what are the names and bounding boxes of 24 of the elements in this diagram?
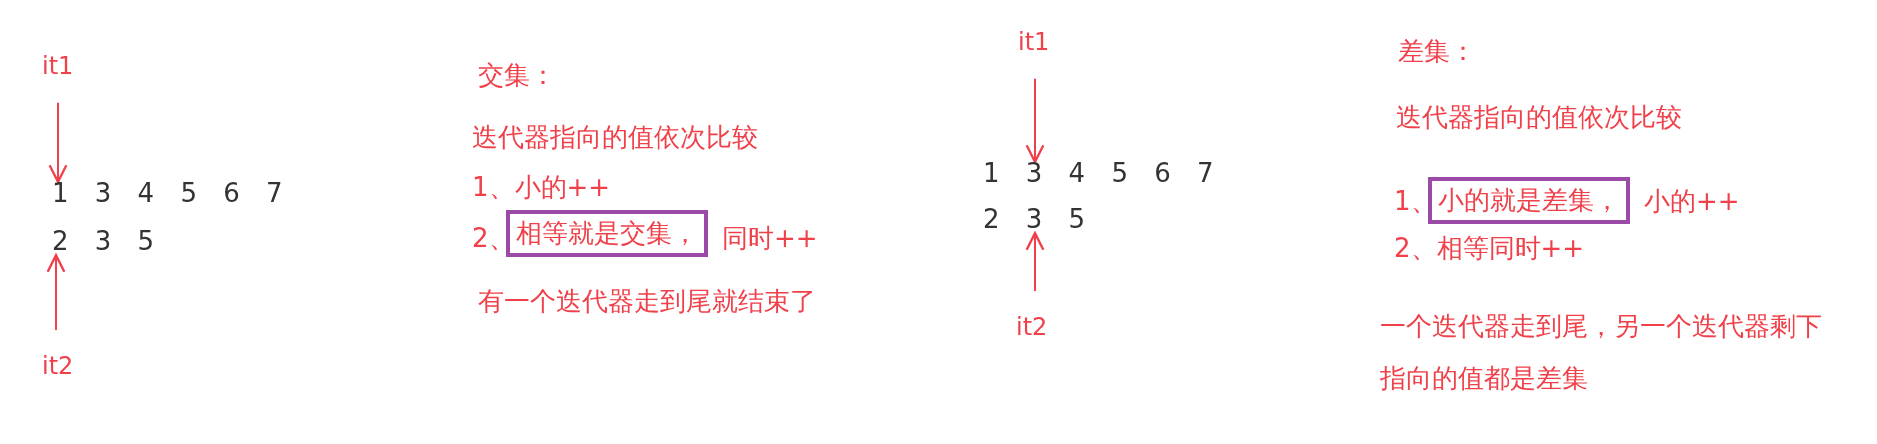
pointer-arrow <box>1025 232 1045 292</box>
highlight-box: 相等就是交集， <box>506 210 708 258</box>
pointer-label: it2 <box>1016 313 1048 342</box>
annotation-text: 差集： <box>1398 36 1476 68</box>
number-row: 1 3 4 5 6 7 <box>52 178 283 210</box>
number-row: 2 3 5 <box>983 204 1086 236</box>
annotation-text: 小的++ <box>1644 186 1740 218</box>
pointer-arrow <box>1025 77 1045 164</box>
annotation-text: 一个迭代器走到尾，另一个迭代器剩下指向的值都是差集 <box>1380 310 1823 395</box>
annotation-text: 交集： <box>478 60 556 92</box>
pointer-arrow <box>46 254 66 331</box>
number-row: 2 3 5 <box>52 226 155 258</box>
annotation-text: 迭代器指向的值依次比较 <box>472 122 758 154</box>
pointer-label: it2 <box>42 352 74 381</box>
annotation-text: 2、相等同时++ <box>1394 233 1585 265</box>
pointer-arrow <box>48 101 68 184</box>
highlight-box: 小的就是差集， <box>1428 177 1630 225</box>
annotation-text: 有一个迭代器走到尾就结束了 <box>478 286 816 318</box>
pointer-label: it1 <box>42 52 74 81</box>
annotation-text: 迭代器指向的值依次比较 <box>1396 102 1682 134</box>
annotation-text: 同时++ <box>722 223 818 255</box>
pointer-label: it1 <box>1018 28 1050 57</box>
annotation-text: 1、小的++ <box>472 172 611 204</box>
number-row: 1 3 4 5 6 7 <box>983 158 1214 190</box>
